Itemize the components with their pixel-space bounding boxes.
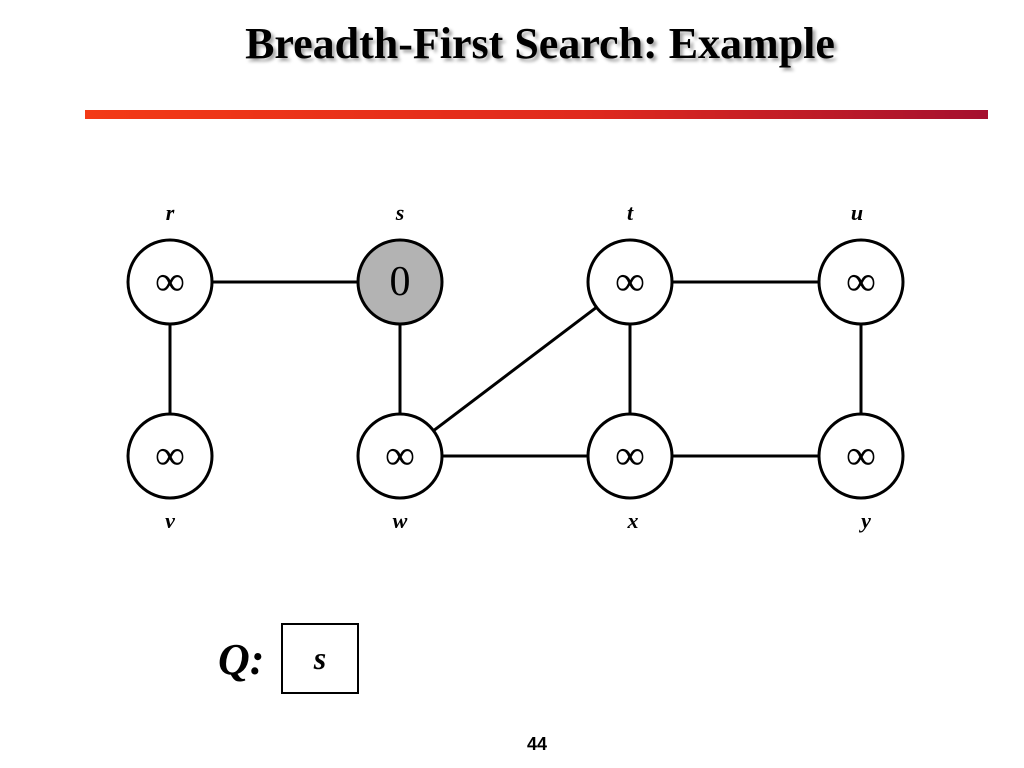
vertex-circle <box>586 238 674 326</box>
vertex-r: ∞r <box>126 200 214 326</box>
vertex-s: 0s <box>356 200 444 326</box>
vertex-distance: ∞ <box>846 433 876 479</box>
vertex-circle <box>126 238 214 326</box>
vertex-distance: 0 <box>390 259 411 305</box>
vertex-distance: ∞ <box>615 433 645 479</box>
vertex-y: ∞y <box>817 412 905 533</box>
vertex-circle <box>817 238 905 326</box>
vertex-circle <box>356 238 444 326</box>
vertex-label: u <box>851 200 863 225</box>
vertex-u: ∞u <box>817 200 905 326</box>
vertex-distance: ∞ <box>846 259 876 305</box>
vertex-distance: ∞ <box>385 433 415 479</box>
vertex-w: ∞w <box>356 412 444 533</box>
title-divider <box>85 110 988 119</box>
vertex-circle <box>126 412 214 500</box>
vertex-distance: ∞ <box>155 433 185 479</box>
queue-label: Q: <box>218 635 265 684</box>
vertex-label: s <box>395 200 405 225</box>
vertex-label: x <box>627 508 639 533</box>
slide-title: Breadth-First Search: Example <box>245 19 835 68</box>
graph-vertices: ∞r0s∞t∞u∞v∞w∞x∞y <box>126 200 905 533</box>
vertex-label: w <box>393 508 408 533</box>
vertex-label: t <box>627 200 634 225</box>
vertex-circle <box>586 412 674 500</box>
vertex-v: ∞v <box>126 412 214 533</box>
queue-item: s <box>313 640 327 676</box>
queue-box: s <box>281 623 359 694</box>
vertex-circle <box>817 412 905 500</box>
vertex-label: r <box>166 200 175 225</box>
vertex-circle <box>356 412 444 500</box>
vertex-distance: ∞ <box>155 259 185 305</box>
edge-w-t <box>432 306 598 432</box>
vertex-label: v <box>165 508 175 533</box>
page-number: 44 <box>526 734 548 754</box>
vertex-x: ∞x <box>586 412 674 533</box>
vertex-label: y <box>858 508 871 533</box>
vertex-distance: ∞ <box>615 259 645 305</box>
vertex-t: ∞t <box>586 200 674 326</box>
graph-edges <box>168 280 863 458</box>
